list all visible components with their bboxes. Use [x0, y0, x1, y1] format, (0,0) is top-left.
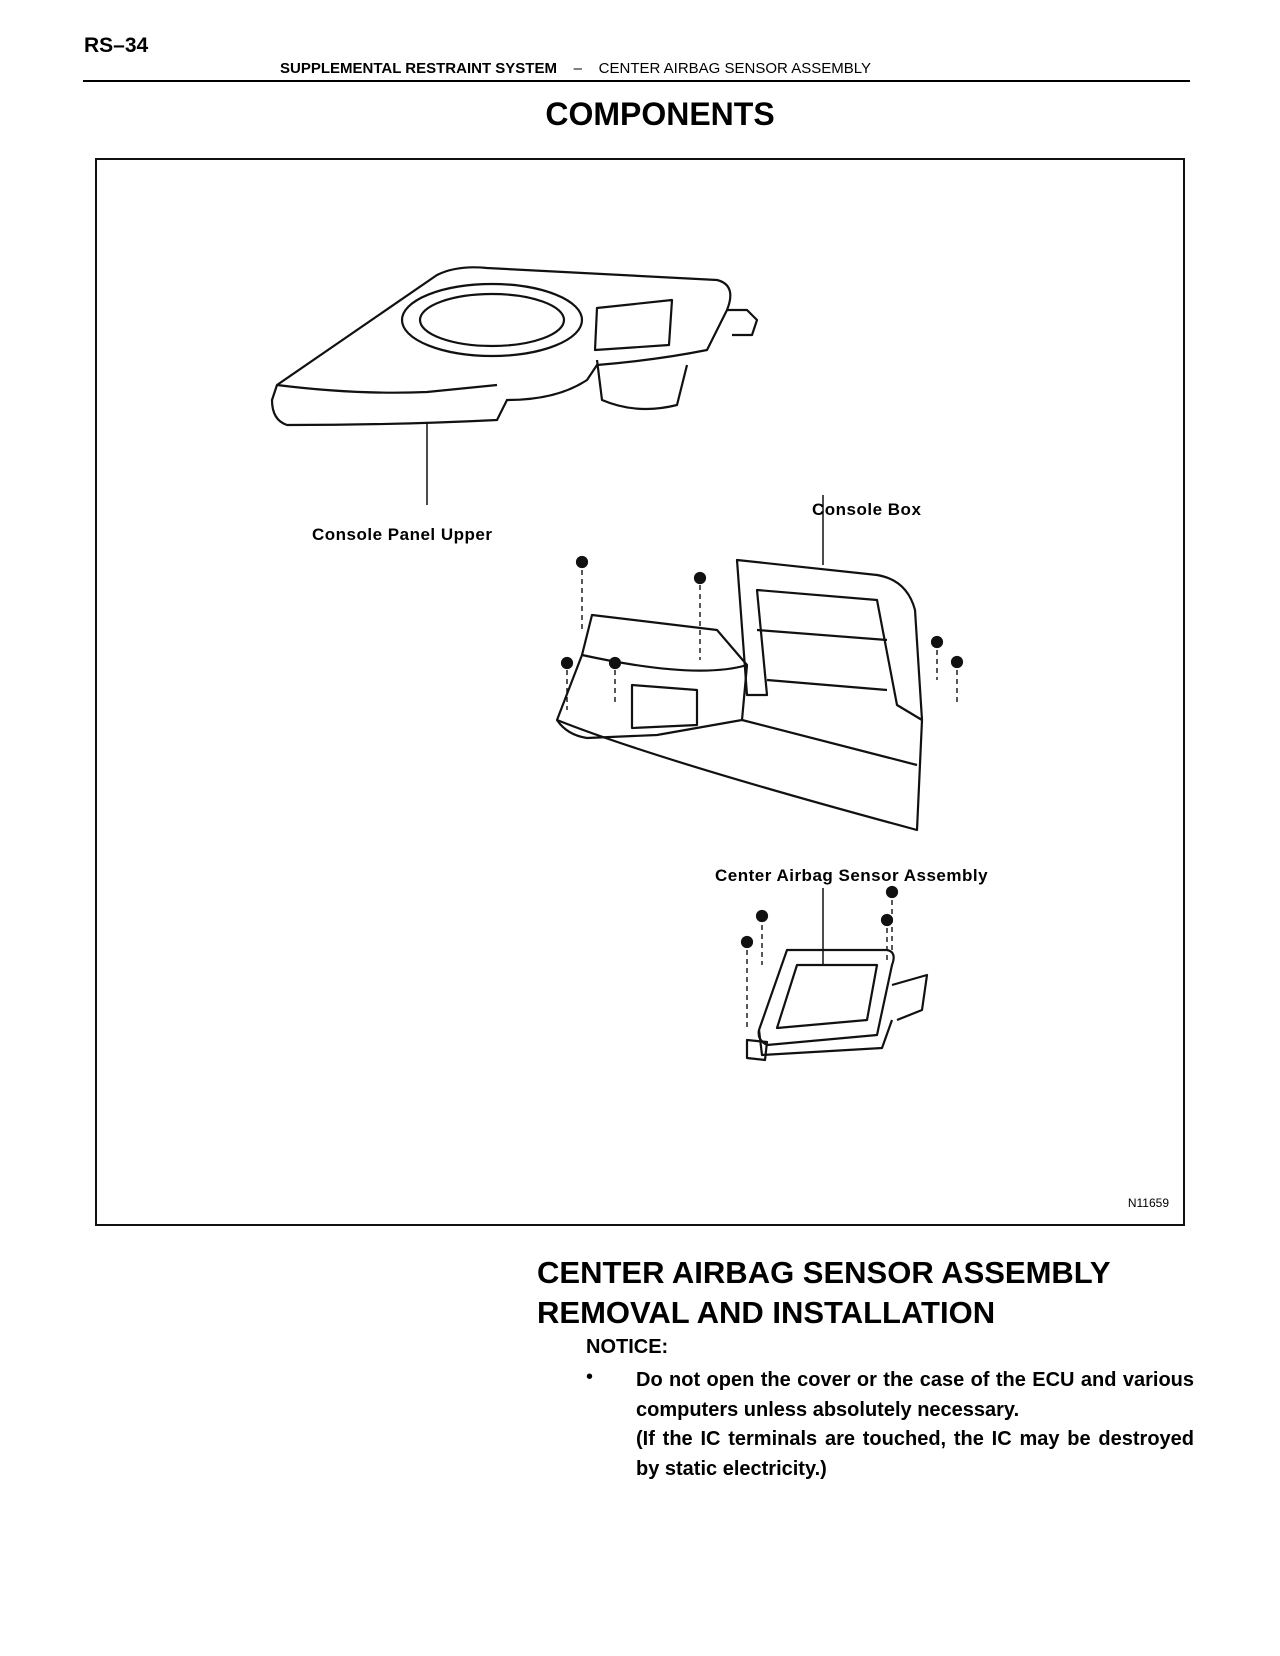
- header-separator: –: [573, 60, 582, 77]
- notice-text: Do not open the cover or the case of the…: [636, 1366, 1194, 1484]
- running-header: SUPPLEMENTAL RESTRAINT SYSTEM – CENTER A…: [280, 60, 871, 77]
- header-rule: [83, 80, 1190, 82]
- label-console-box: Console Box: [812, 500, 922, 519]
- center-airbag-sensor-drawing: [740, 885, 929, 1062]
- notice-line2: (If the IC terminals are touched, the IC…: [636, 1428, 1194, 1480]
- components-figure: Console Panel Upper Console Box Center A…: [95, 158, 1185, 1226]
- notice-label: NOTICE:: [586, 1336, 669, 1358]
- label-console-panel-upper: Console Panel Upper: [312, 525, 493, 544]
- label-center-airbag-sensor-assembly: Center Airbag Sensor Assembly: [715, 866, 989, 885]
- components-title: COMPONENTS: [545, 96, 775, 132]
- components-illustration: [270, 266, 964, 1062]
- section-title-line1: CENTER AIRBAG SENSOR ASSEMBLY: [537, 1255, 1111, 1290]
- subsection-name: CENTER AIRBAG SENSOR ASSEMBLY: [598, 60, 871, 77]
- section-title-line2: REMOVAL AND INSTALLATION: [537, 1295, 996, 1330]
- figure-id: N11659: [1127, 1196, 1169, 1210]
- console-box-drawing: [555, 495, 964, 832]
- notice-line1: Do not open the cover or the case of the…: [636, 1369, 1194, 1421]
- bullet-icon: •: [586, 1366, 594, 1388]
- page-number: RS–34: [84, 34, 149, 57]
- section-name: SUPPLEMENTAL RESTRAINT SYSTEM: [280, 60, 557, 77]
- console-panel-upper-drawing: [270, 266, 759, 505]
